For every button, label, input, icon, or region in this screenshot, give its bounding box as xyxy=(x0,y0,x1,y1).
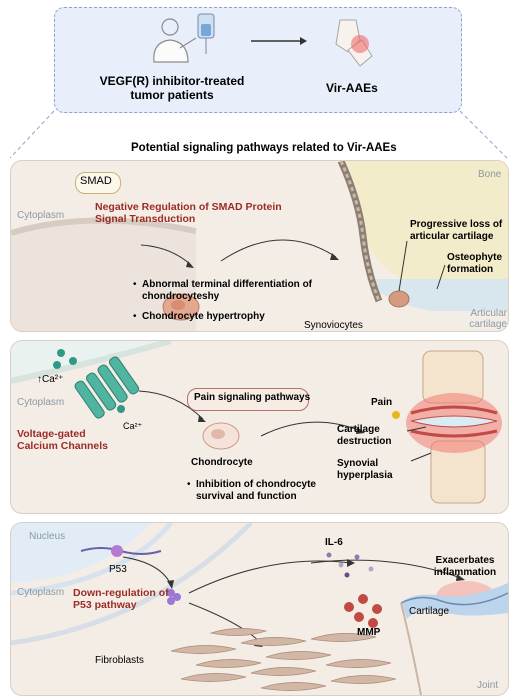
pain-badge-box xyxy=(187,388,309,411)
pain-badge: Pain signaling pathways xyxy=(194,392,311,403)
knee-joint-icon xyxy=(406,350,502,504)
cartilage-loss-label: Progressive loss of articular cartilage xyxy=(410,219,503,242)
calcium-panel-drawing xyxy=(11,341,502,504)
inhibition-bullet: Inhibition of chondrocyte survival and f… xyxy=(196,479,316,502)
ca-label: Ca²⁺ xyxy=(123,421,143,431)
section-title: Potential signaling pathways related to … xyxy=(131,142,397,154)
smad-panel: SMAD Cytoplasm Negative Regulation of SM… xyxy=(10,160,509,332)
cartilage-destruction-label: Cartilage destruction xyxy=(337,424,392,447)
fibroblast-cells xyxy=(170,628,397,691)
bullet-dot-2: • xyxy=(133,311,137,322)
p53-panel: Nucleus P53 Cytoplasm Down-regulation of… xyxy=(10,522,509,696)
outcome-label: Vir-AAEs xyxy=(326,81,378,95)
p53-panel-drawing xyxy=(11,523,508,695)
il6-label: IL-6 xyxy=(325,537,343,548)
p53-pathway-label: Down-regulation of P53 pathway xyxy=(73,587,169,611)
patient-icon xyxy=(153,18,197,63)
osteophyte-label: Osteophyte formation xyxy=(447,252,503,275)
cytoplasm-label-3: Cytoplasm xyxy=(17,587,65,598)
bullet-1: Abnormal terminal differentiation of cho… xyxy=(142,279,313,302)
iv-bag-icon xyxy=(197,13,215,54)
bullet-2: Chondrocyte hypertrophy xyxy=(142,311,265,322)
knee-icon xyxy=(335,19,373,67)
cytoplasm-label: Cytoplasm xyxy=(17,210,65,221)
calcium-channel-icon xyxy=(74,356,140,419)
pain-label: Pain xyxy=(371,397,393,408)
cytoplasm-label-2: Cytoplasm xyxy=(17,397,65,408)
fibroblasts-label: Fibroblasts xyxy=(95,655,144,666)
channel-label: Voltage-gated Calcium Channels xyxy=(17,428,109,452)
top-box xyxy=(54,7,462,113)
nucleus-label: Nucleus xyxy=(29,531,66,542)
bullet-dot-3: • xyxy=(187,479,191,490)
p53-protein-icon xyxy=(167,589,181,605)
articular-label: Articular cartilage xyxy=(469,308,507,330)
smad-panel-drawing xyxy=(11,161,508,331)
smad-badge-box xyxy=(75,172,121,194)
ca-up-label: ↑Ca²⁺ xyxy=(37,374,64,385)
calcium-panel: ↑Ca²⁺ Ca²⁺ Cytoplasm Voltage-gated Calci… xyxy=(10,340,509,514)
bone-label: Bone xyxy=(478,169,502,180)
smad-pathway-label: Negative Regulation of SMAD Protein Sign… xyxy=(95,201,282,225)
chondrocyte-label: Chondrocyte xyxy=(191,457,253,468)
exacerbates-label: Exacerbates inflammation xyxy=(433,555,497,578)
mmp-label: MMP xyxy=(357,627,381,638)
synovial-label: Synovial hyperplasia xyxy=(337,458,393,481)
synoviocytes-label: Synoviocytes xyxy=(304,320,363,331)
p53-label: P53 xyxy=(109,564,127,575)
bullet-dot-1: • xyxy=(133,279,137,290)
patients-label: VEGF(R) inhibitor-treated tumor patients xyxy=(99,74,245,102)
smad-badge: SMAD xyxy=(80,175,112,187)
cartilage-label: Cartilage xyxy=(409,606,450,617)
joint-label: Joint xyxy=(477,680,499,691)
